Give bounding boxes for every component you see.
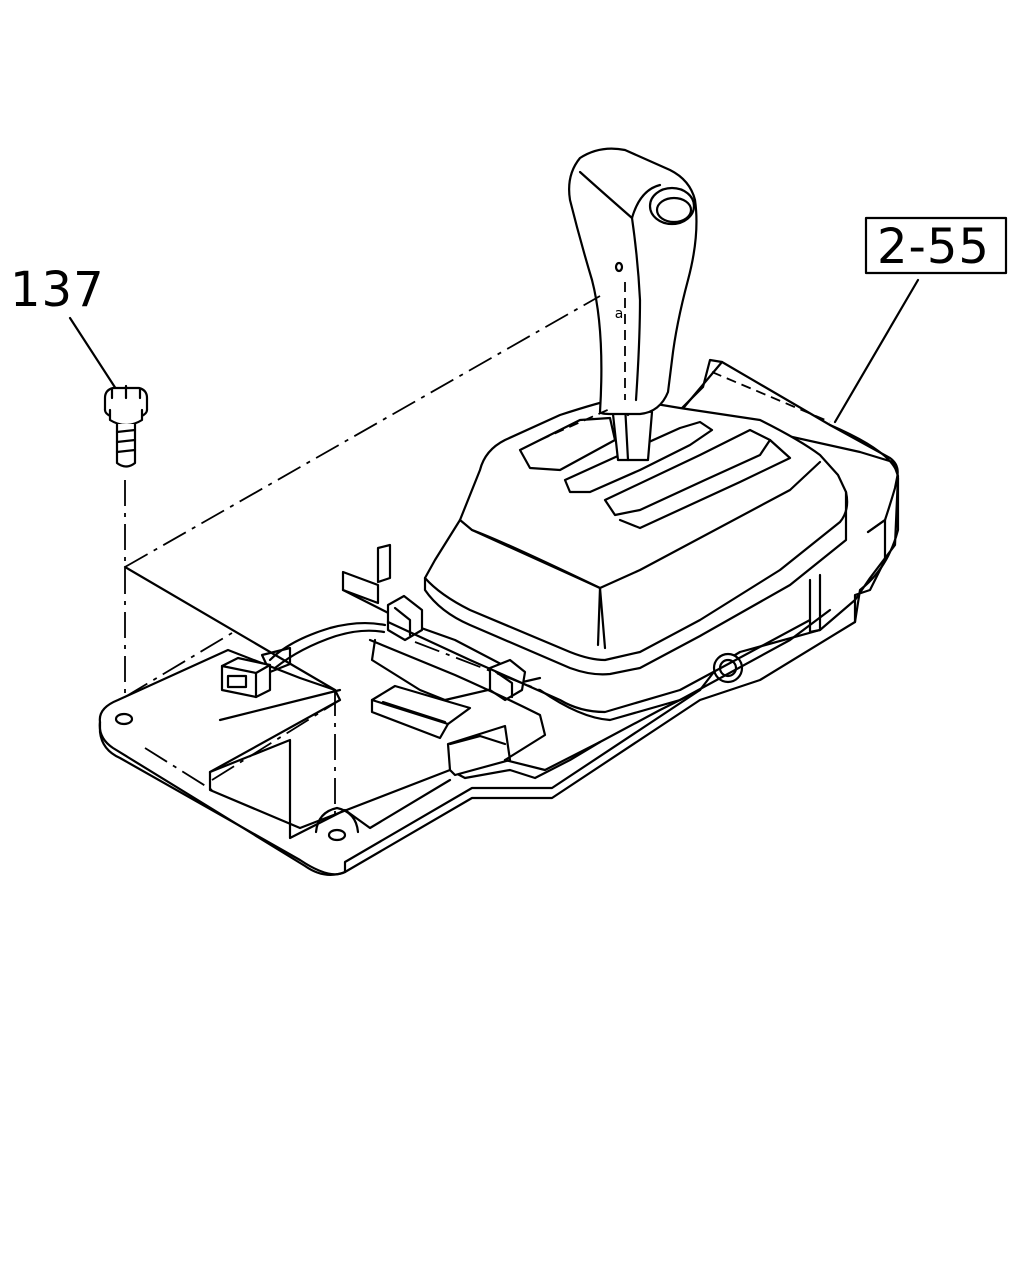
callout-2-55[interactable]: 2-55 (835, 218, 1006, 422)
shift-console-assembly: a (100, 149, 898, 875)
electrical-connector (222, 658, 270, 697)
bolt-icon (105, 386, 147, 467)
knob-marking: a (615, 306, 624, 322)
callout-2-55-leader (835, 280, 918, 422)
callout-137-label: 137 (10, 262, 105, 318)
callout-2-55-label: 2-55 (877, 219, 990, 275)
callout-137[interactable]: 137 (10, 262, 118, 392)
callout-137-leader (70, 318, 118, 392)
